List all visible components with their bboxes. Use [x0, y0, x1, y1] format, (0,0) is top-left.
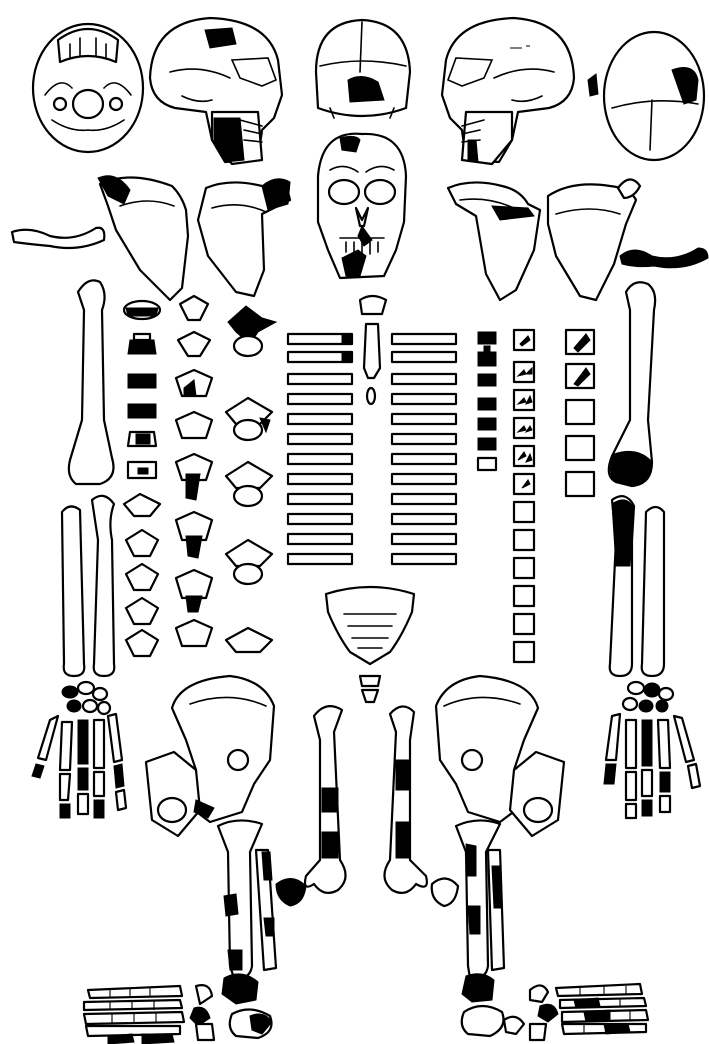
- vertebra-axis: [128, 334, 156, 354]
- skull-anterior-view: [318, 134, 406, 278]
- vertebra-c3: [128, 374, 156, 388]
- lumbar-vertebrae: [226, 306, 276, 652]
- left-patella: [432, 878, 458, 906]
- right-femur: [305, 706, 346, 893]
- vertebra-c7: [124, 494, 160, 516]
- right-ulna: [92, 496, 114, 676]
- right-fibula: [256, 850, 276, 970]
- skull-left-lateral-view: [150, 18, 282, 164]
- right-scapula: [98, 176, 188, 300]
- sternum: [360, 296, 386, 404]
- vertebra-atlas: [124, 301, 160, 319]
- vertebra-c4: [128, 404, 156, 418]
- skull-inferior-view: [33, 24, 143, 152]
- thoracic-vertebrae-middle: [176, 296, 212, 646]
- left-scapula-medial: [448, 182, 540, 300]
- right-patella: [276, 878, 306, 906]
- skull-right-lateral-view: [442, 18, 598, 164]
- right-tibia: [218, 820, 262, 978]
- left-hand: [604, 682, 700, 818]
- right-scapula-medial: [198, 179, 290, 296]
- right-hand: [32, 682, 126, 818]
- right-clavicle: [12, 228, 104, 248]
- sacrum: [326, 587, 414, 664]
- left-femur: [384, 706, 426, 892]
- left-fibula: [488, 850, 504, 970]
- vertebra-c5: [128, 432, 156, 446]
- cervical-vertebrae: [124, 301, 160, 516]
- right-foot: [84, 974, 272, 1044]
- skull-posterior-view: [316, 20, 410, 118]
- left-clavicle: [620, 248, 708, 268]
- left-scapula: [548, 179, 640, 300]
- rib-fragments-column-2: [514, 330, 534, 662]
- left-ulna: [610, 496, 634, 676]
- rib-fragments-column-1: [478, 332, 496, 470]
- left-radius: [642, 507, 664, 676]
- ribs-right-series: [392, 334, 456, 564]
- left-foot: [462, 974, 648, 1040]
- coccyx: [360, 676, 380, 702]
- rib-fragments-column-3: [566, 330, 594, 496]
- ribs-left-series: [288, 334, 352, 564]
- vertebra-c6: [128, 462, 156, 478]
- right-humerus: [69, 280, 114, 484]
- left-humerus: [609, 282, 655, 486]
- right-radius: [62, 506, 84, 676]
- thoracic-vertebrae-left: [126, 530, 158, 656]
- left-os-coxae: [436, 676, 564, 836]
- right-os-coxae: [146, 676, 274, 836]
- skull-superior-view: [604, 32, 704, 160]
